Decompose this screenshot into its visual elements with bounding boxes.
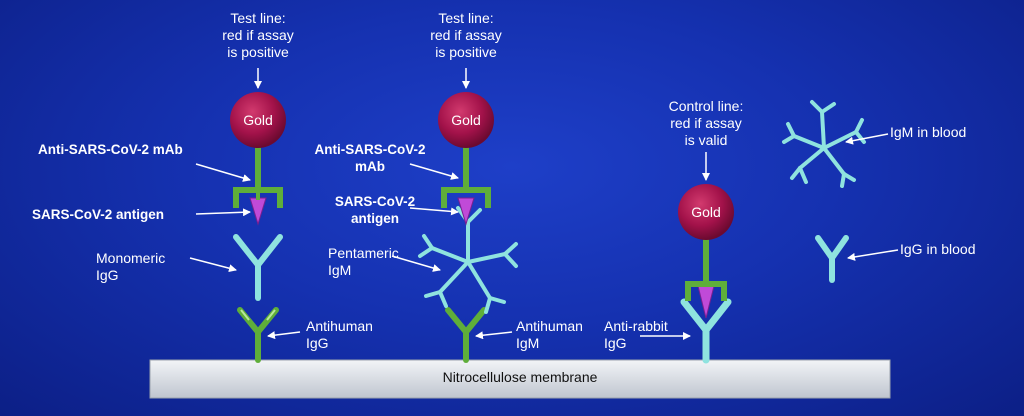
test-line-igm-assembly [418,92,518,363]
anti-sars-mab-label-2: Anti-SARS-CoV-2 mAb [314,142,426,174]
control-line-assembly [678,184,734,364]
sars-antigen-icon [249,197,267,226]
antihuman-igg-highlight-icon [240,309,276,321]
monomeric-igg-label: Monomeric IgG [96,250,166,283]
gold-bead-icon [230,92,286,148]
anti-rabbit-igg-icon [680,298,732,364]
gold-label-1: Gold [243,112,273,128]
gold-label-3: Gold [691,204,721,220]
gold-label-2: Gold [451,112,481,128]
anti-sars-mab-icon-2 [441,137,491,208]
igm-in-blood-icon [782,100,866,188]
sars-antigen-icon-2 [457,197,475,226]
test-line-igg-assembly [230,92,286,363]
igm-in-blood-label: IgM in blood [890,124,967,140]
gold-bead-icon-3 [678,184,734,240]
rabbit-antigen-icon [697,285,715,319]
pentameric-igm-label: Pentameric IgM [328,245,399,278]
anti-sars-mab-label-1: Anti-SARS-CoV-2 mAb [38,142,183,157]
test-line-label-2: Test line: red if assay is positive [430,10,502,60]
antihuman-igg-label: Antihuman IgG [306,318,373,351]
antihuman-igm-icon [445,307,487,363]
antihuman-igm-label: Antihuman IgM [516,318,583,351]
nitrocellulose-membrane [149,359,891,399]
sars-antigen-label-2: SARS-CoV-2 antigen [334,194,416,226]
pentameric-igm-icon [418,206,518,314]
igg-in-blood-label: IgG in blood [900,241,976,257]
anti-rabbit-igg-label: Anti-rabbit IgG [604,318,668,351]
annotation-arrows [189,68,899,340]
membrane-label: Nitrocellulose membrane [442,369,598,385]
gold-bead-icon-2 [438,92,494,148]
monomeric-igg-icon [233,234,283,301]
igg-in-blood-icon [815,235,849,283]
control-line-label: Control line: red if assay is valid [668,98,744,148]
test-line-label-1: Test line: red if assay is positive [222,10,294,60]
sars-antigen-label-1: SARS-CoV-2 antigen [32,207,165,222]
